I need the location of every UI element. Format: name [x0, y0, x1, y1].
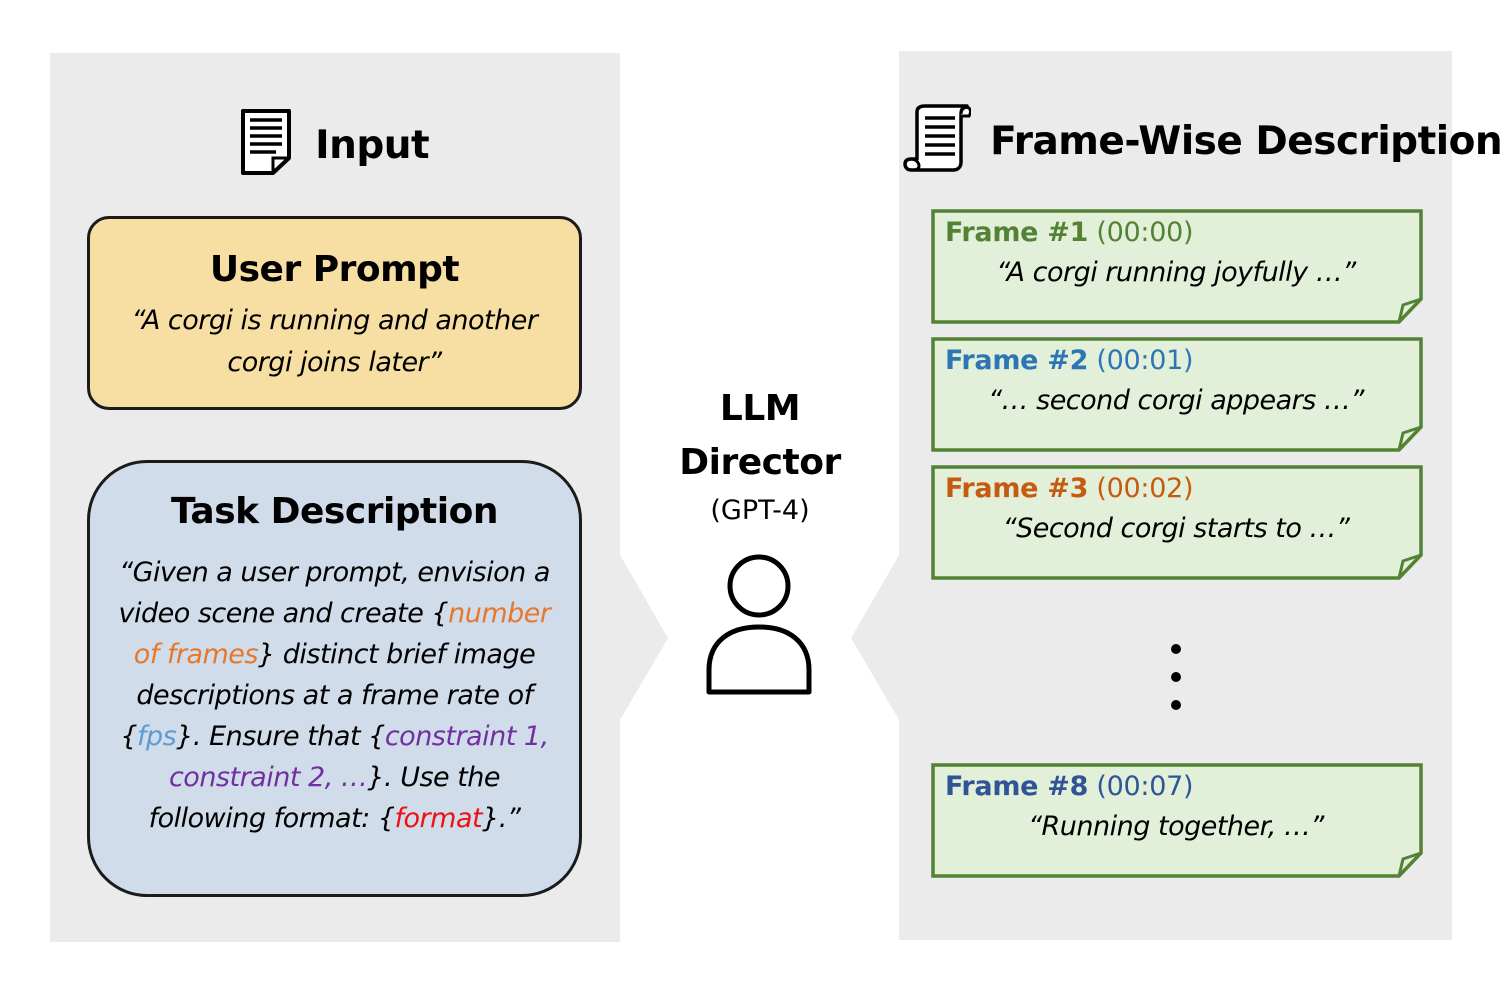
- scroll-icon: [903, 104, 972, 182]
- format-placeholder: format: [394, 803, 483, 834]
- frame-description: “Second corgi starts to …”: [1002, 513, 1350, 544]
- input-title-text: Input: [315, 122, 430, 168]
- output-title-text: Frame-Wise Descriptions: [990, 118, 1500, 164]
- user-prompt-quote: “A corgi is running and another corgi jo…: [90, 300, 579, 384]
- director-model: (GPT-4): [710, 495, 810, 526]
- task-line-7: following format: {format}.”: [148, 803, 521, 834]
- task-line-6: constraint 2, …}. Use the: [168, 762, 501, 793]
- frame-label: Frame #1: [945, 217, 1089, 248]
- director-name-line-1: LLM: [719, 388, 801, 429]
- number-of-frames-placeholder: number: [448, 598, 551, 629]
- frame-label: Frame #2: [945, 345, 1089, 376]
- frame-card-shape: [931, 465, 1423, 580]
- input-panel-title: Input: [240, 108, 430, 186]
- task-description-title: Task Description: [171, 491, 498, 532]
- frame-description: “… second corgi appears …”: [988, 385, 1364, 416]
- frame-label: Frame #3: [945, 473, 1089, 504]
- frame-card-shape: [931, 763, 1423, 878]
- user-prompt-box: User Prompt “A corgi is running and anot…: [87, 216, 582, 410]
- user-prompt-title: User Prompt: [209, 249, 460, 290]
- frame-card: Frame #1 (00:00) “A corgi running joyful…: [931, 209, 1425, 324]
- output-panel-title: Frame-Wise Descriptions: [903, 104, 1500, 182]
- frame-header: Frame #1 (00:00): [945, 217, 1193, 248]
- task-line-2: video scene and create {number: [118, 598, 552, 629]
- frame-description: “A corgi running joyfully …”: [996, 257, 1356, 288]
- task-line-3: of frames} distinct brief image: [133, 639, 536, 670]
- frame-time: (00:01): [1096, 345, 1194, 376]
- task-description-text: “Given a user prompt, envision a video s…: [90, 552, 579, 839]
- frame-header: Frame #3 (00:02): [945, 473, 1193, 504]
- person-icon: [706, 554, 812, 695]
- llm-director: LLM Director (GPT-4): [660, 382, 860, 528]
- frame-time: (00:00): [1096, 217, 1194, 248]
- frame-card: Frame #3 (00:02) “Second corgi starts to…: [931, 465, 1425, 580]
- frame-description: “Running together, …”: [1028, 811, 1324, 842]
- frame-card-shape: [931, 337, 1423, 452]
- frame-label: Frame #8: [945, 771, 1089, 802]
- frame-header: Frame #2 (00:01): [945, 345, 1193, 376]
- frame-card-shape: [931, 209, 1423, 324]
- document-icon: [240, 108, 294, 186]
- director-name-line-2: Director: [679, 442, 841, 483]
- user-prompt-line-1: “A corgi is running and another: [131, 305, 538, 336]
- task-description-box: Task Description “Given a user prompt, e…: [87, 460, 582, 897]
- fps-placeholder: fps: [137, 721, 177, 752]
- task-line-5: {fps}. Ensure that {constraint 1,: [120, 721, 549, 752]
- constraints-placeholder: constraint 1,: [384, 721, 549, 752]
- frame-card: Frame #2 (00:01) “… second corgi appears…: [931, 337, 1425, 452]
- vertical-ellipsis-icon: [1171, 644, 1181, 710]
- frame-header: Frame #8 (00:07): [945, 771, 1193, 802]
- frame-card: Frame #8 (00:07) “Running together, …”: [931, 763, 1425, 878]
- task-line-1: “Given a user prompt, envision a: [119, 557, 550, 588]
- task-line-4: descriptions at a frame rate of: [136, 680, 533, 711]
- frame-time: (00:07): [1096, 771, 1194, 802]
- frame-time: (00:02): [1096, 473, 1194, 504]
- user-prompt-line-2: corgi joins later”: [227, 347, 442, 378]
